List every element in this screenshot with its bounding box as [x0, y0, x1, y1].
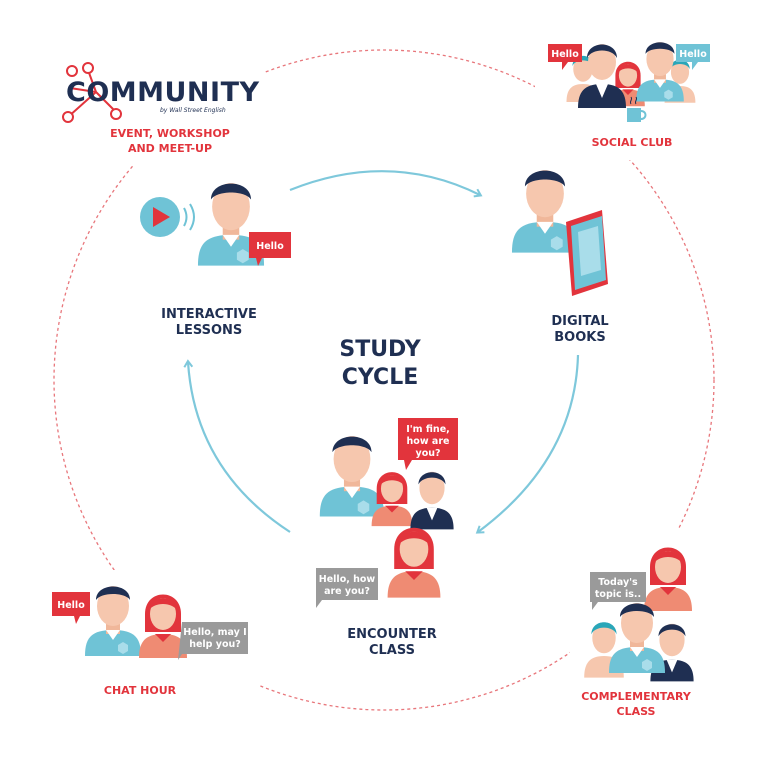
encounter-bubble-gray — [316, 568, 378, 608]
encounter-red-line2: how are — [407, 436, 450, 447]
coffee-cup-icon — [627, 96, 647, 122]
complementary-gray-line1: Today's — [598, 577, 638, 588]
chat-bubble-red-text: Hello — [57, 600, 85, 611]
social-bubble-left-text: Hello — [551, 49, 579, 60]
community-label-line1: EVENT, WORKSHOP — [110, 127, 230, 140]
community-node: COMMUNITY by Wall Street English EVENT, … — [62, 62, 260, 155]
arrow-lessons-to-books — [289, 170, 483, 198]
social-club-label: SOCIAL CLUB — [592, 136, 673, 149]
center-title-line2: CYCLE — [342, 365, 418, 390]
encounter-gray-line1: Hello, how — [319, 574, 376, 585]
digital-label-line1: DIGITAL — [551, 314, 608, 329]
complementary-label-line2: CLASS — [617, 705, 656, 718]
community-logo-text: COMMUNITY — [66, 77, 260, 108]
encounter-bubble-red — [398, 418, 458, 470]
outer-dashed-ring — [53, 49, 715, 711]
chat-hour-node: Hello Hello, may I help you? CHAT HOUR — [52, 586, 248, 697]
complementary-bubble-gray — [590, 572, 646, 610]
social-bubble-right-text: Hello — [679, 49, 707, 60]
arrow-books-to-encounter — [475, 354, 580, 534]
interactive-label-line2: LESSONS — [176, 323, 243, 338]
complementary-gray-line2: topic is.. — [595, 589, 641, 600]
encounter-red-line1: I'm fine, — [406, 424, 450, 435]
complementary-class-node: Today's topic is.. COMPLEMENTARY CLASS — [581, 547, 694, 718]
chat-bubble-gray — [178, 622, 248, 660]
cycle-arrows — [183, 170, 580, 534]
center-title-line1: STUDY — [339, 337, 421, 362]
chat-gray-line2: help you? — [189, 639, 241, 650]
social-bubble-left — [548, 44, 582, 70]
tablet-icon — [566, 210, 608, 296]
interactive-lessons-node: Hello INTERACTIVE LESSONS — [140, 183, 291, 338]
social-club-node: Hello Hello SOCIAL CLUB — [548, 42, 710, 149]
interactive-bubble — [249, 232, 291, 266]
arrow-encounter-to-lessons — [183, 359, 291, 533]
community-label-line2: AND MEET-UP — [128, 142, 212, 155]
encounter-class-node: I'm fine, how are you? Hello, how are yo… — [316, 418, 458, 658]
encounter-gray-line2: are you? — [324, 586, 370, 597]
chat-gray-line1: Hello, may I — [183, 627, 246, 638]
social-bubble-right — [676, 44, 710, 70]
center-title: STUDY CYCLE — [339, 337, 421, 390]
complementary-label-line1: COMPLEMENTARY — [581, 690, 692, 703]
chat-bubble-red — [52, 592, 90, 624]
digital-books-node: DIGITAL BOOKS — [511, 170, 609, 345]
interactive-bubble-text: Hello — [256, 241, 284, 252]
network-icon — [62, 62, 122, 123]
encounter-red-line3: you? — [416, 448, 441, 459]
interactive-label-line1: INTERACTIVE — [161, 307, 257, 322]
community-logo-subtext: by Wall Street English — [160, 107, 226, 114]
encounter-label-line1: ENCOUNTER — [347, 627, 437, 642]
digital-label-line2: BOOKS — [554, 330, 605, 345]
chat-hour-label: CHAT HOUR — [104, 684, 177, 697]
encounter-label-line2: CLASS — [369, 643, 415, 658]
